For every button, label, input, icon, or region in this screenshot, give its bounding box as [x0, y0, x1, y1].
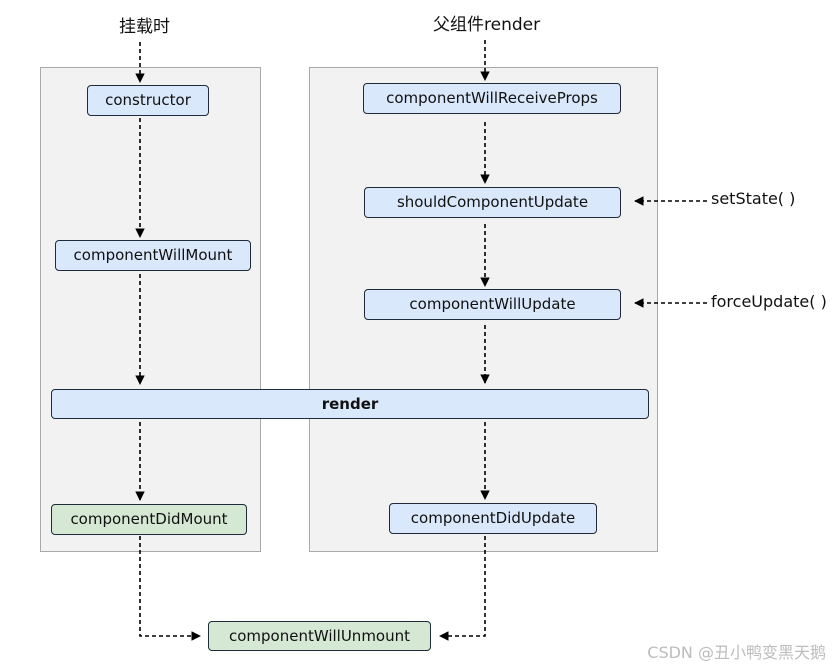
constructor-node: constructor: [87, 85, 209, 116]
update-stage-label: 父组件render: [433, 15, 541, 35]
arrow-did-mount-to-will-unmount: [139, 536, 201, 641]
component-will-unmount-node: componentWillUnmount: [208, 621, 431, 651]
component-will-receive-props-node: componentWillReceiveProps: [363, 83, 621, 114]
arrow-did-update-to-will-unmount: [439, 536, 486, 641]
component-did-mount-node: componentDidMount: [51, 504, 247, 535]
should-component-update-node: shouldComponentUpdate: [364, 187, 621, 218]
watermark-text: CSDN @丑小鸭变黑天鹅: [647, 643, 826, 662]
render-node: render: [51, 389, 649, 419]
mount-stage-label: 挂载时: [119, 17, 170, 37]
component-will-update-node: componentWillUpdate: [364, 289, 621, 320]
component-did-update-node: componentDidUpdate: [389, 503, 597, 534]
mounting-panel: [40, 67, 261, 552]
component-will-mount-node: componentWillMount: [55, 240, 251, 271]
set-state-label: setState( ): [711, 189, 796, 208]
force-update-label: forceUpdate( ): [711, 292, 827, 311]
